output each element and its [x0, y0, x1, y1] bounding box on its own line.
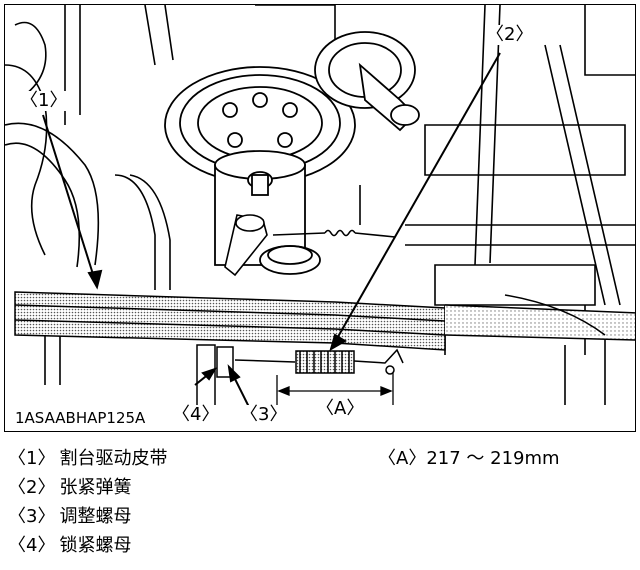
parts-legend: 〈1〉割台驱动皮带 〈2〉张紧弹簧 〈3〉调整螺母 〈4〉锁紧螺母	[8, 444, 628, 560]
legend-item-2: 〈2〉张紧弹簧	[8, 473, 628, 502]
callout-2: 〈2〉	[485, 24, 535, 45]
legend-number: 〈1〉	[8, 448, 56, 469]
legend-number: 〈3〉	[8, 506, 56, 527]
callout-4: 〈4〉	[171, 404, 221, 425]
legend-text: 锁紧螺母	[59, 535, 132, 556]
legend-text: 张紧弹簧	[59, 477, 132, 498]
spec-value: 217 ～ 219mm	[426, 448, 560, 469]
callout-a: 〈A〉	[315, 398, 366, 419]
legend-number: 〈4〉	[8, 535, 56, 556]
legend-item-3: 〈3〉调整螺母	[8, 502, 628, 531]
legend-number: 〈2〉	[8, 477, 56, 498]
legend-item-1: 〈1〉割台驱动皮带	[8, 444, 628, 473]
legend-item-4: 〈4〉锁紧螺母	[8, 531, 628, 560]
mechanism-drawing	[5, 5, 635, 416]
technical-illustration: 〈1〉 〈2〉 〈3〉 〈4〉 〈A〉 1ASAABHAP125A	[4, 4, 636, 432]
dimension-spec: 〈A〉217 ～ 219mm	[378, 444, 560, 473]
callout-3: 〈3〉	[239, 404, 289, 425]
legend-text: 调整螺母	[59, 506, 132, 527]
figure-code: 1ASAABHAP125A	[13, 409, 148, 427]
callout-1: 〈1〉	[19, 90, 69, 111]
spec-label: 〈A〉	[378, 448, 427, 469]
legend-text: 割台驱动皮带	[59, 448, 168, 469]
